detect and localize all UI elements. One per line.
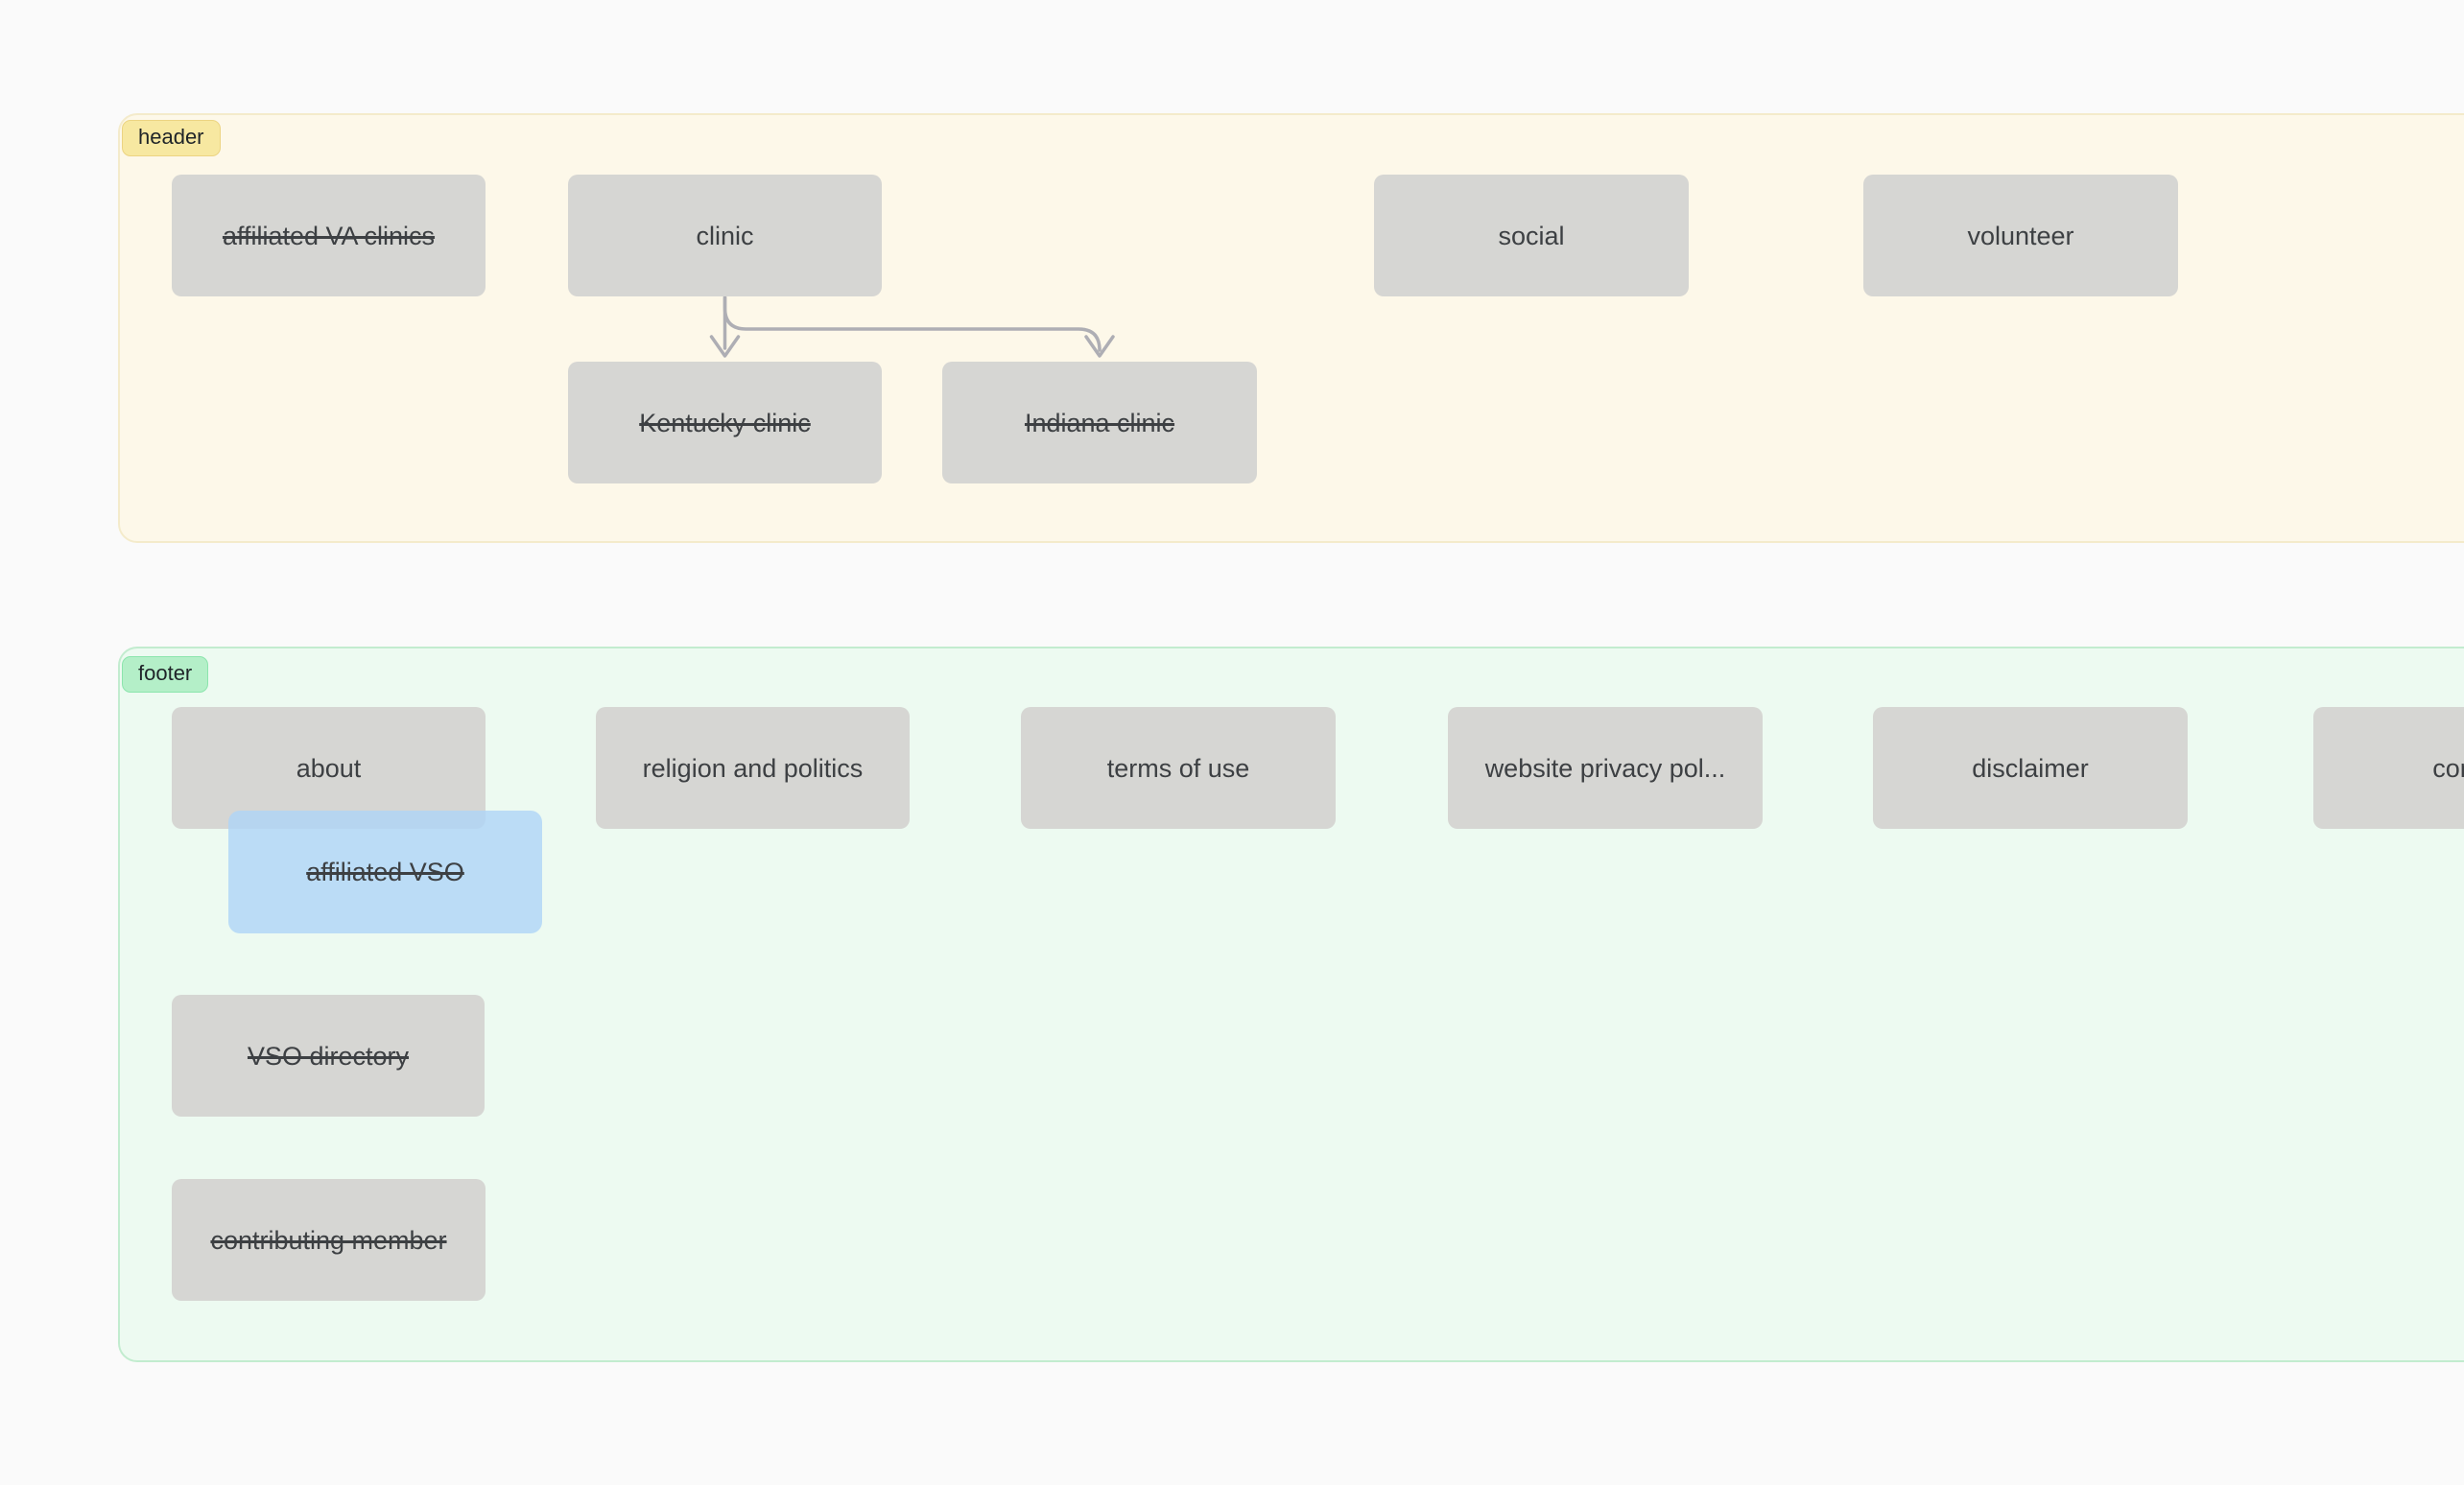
node-about[interactable]: about [172, 707, 486, 829]
node-contributing-member[interactable]: contributing member [172, 1179, 486, 1301]
node-social[interactable]: social [1374, 175, 1689, 296]
node-affiliated-vso[interactable]: affiliated VSO [228, 811, 542, 933]
node-clinic[interactable]: clinic [568, 175, 882, 296]
node-contact[interactable]: contac [2313, 707, 2464, 829]
footer-section-label: footer [122, 656, 209, 693]
node-disclaimer[interactable]: disclaimer [1873, 707, 2188, 829]
node-vso-directory[interactable]: VSO directory [172, 995, 485, 1117]
node-volunteer[interactable]: volunteer [1863, 175, 2178, 296]
header-section-label: header [122, 120, 221, 156]
node-affiliated-va-clinics[interactable]: affiliated VA clinics [172, 175, 486, 296]
node-indiana-clinic[interactable]: Indiana clinic [942, 362, 1257, 483]
node-website-privacy-policy[interactable]: website privacy pol... [1448, 707, 1763, 829]
node-kentucky-clinic[interactable]: Kentucky clinic [568, 362, 882, 483]
node-terms-of-use[interactable]: terms of use [1021, 707, 1336, 829]
node-religion-and-politics[interactable]: religion and politics [596, 707, 910, 829]
